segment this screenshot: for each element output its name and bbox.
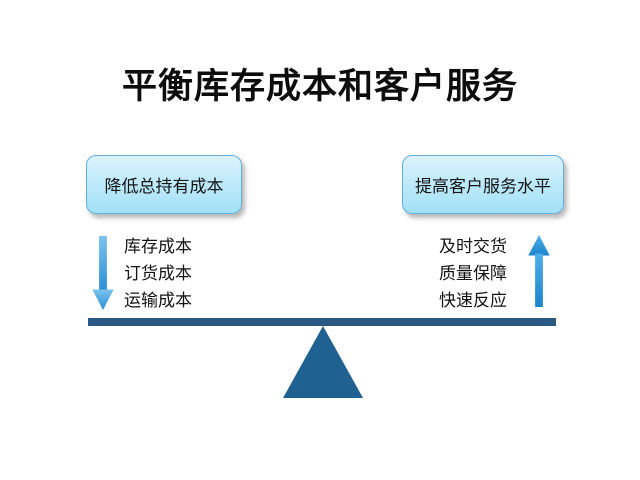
list-item: 质量保障 [439, 264, 507, 283]
fulcrum-triangle [283, 326, 363, 398]
list-item: 运输成本 [124, 291, 192, 310]
left-cost-list: 库存成本 订货成本 运输成本 [124, 233, 192, 314]
list-item: 及时交货 [439, 237, 507, 256]
right-goal-box: 提高客户服务水平 [402, 155, 564, 214]
list-item: 订货成本 [124, 264, 192, 283]
left-goal-label: 降低总持有成本 [104, 177, 224, 196]
list-item: 库存成本 [124, 237, 192, 256]
right-goal-label: 提高客户服务水平 [415, 177, 551, 196]
balance-beam [88, 318, 556, 326]
right-service-list: 及时交货 质量保障 快速反应 [439, 233, 507, 314]
slide-title: 平衡库存成本和客户服务 [121, 67, 518, 106]
down-arrow-icon [92, 236, 114, 310]
up-arrow-icon [528, 235, 550, 308]
left-goal-box: 降低总持有成本 [86, 155, 242, 214]
list-item: 快速反应 [439, 291, 507, 310]
